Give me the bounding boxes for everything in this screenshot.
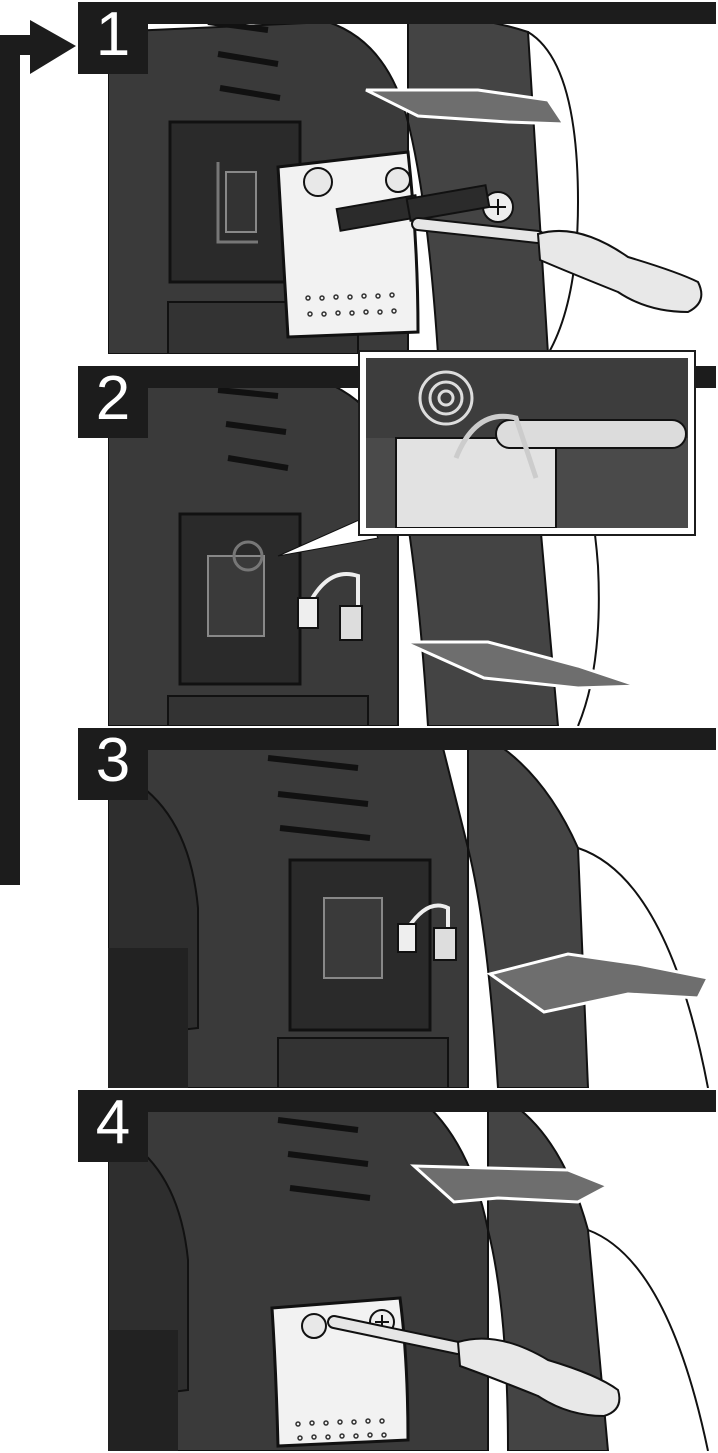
step-4-badge: 4 [78,1090,148,1162]
step-4-panel [108,1090,716,1451]
step-1-header-bar [108,2,716,24]
step-4-illustration [108,1090,716,1451]
magnified-inset-icon [358,350,696,536]
step-4-header-bar [108,1090,716,1112]
flow-loop-vertical-bar [0,35,20,885]
step-3-badge: 3 [78,728,148,800]
step-1-badge: 1 [78,2,148,74]
step-3-illustration [108,728,716,1088]
loop-arrow-icon [30,12,78,82]
step-2-badge: 2 [78,366,148,438]
step-1-panel [108,2,716,354]
step-3-panel [108,728,716,1088]
step-1-illustration [108,2,716,354]
inset-illustration [366,358,688,528]
step-3-header-bar [108,728,716,750]
